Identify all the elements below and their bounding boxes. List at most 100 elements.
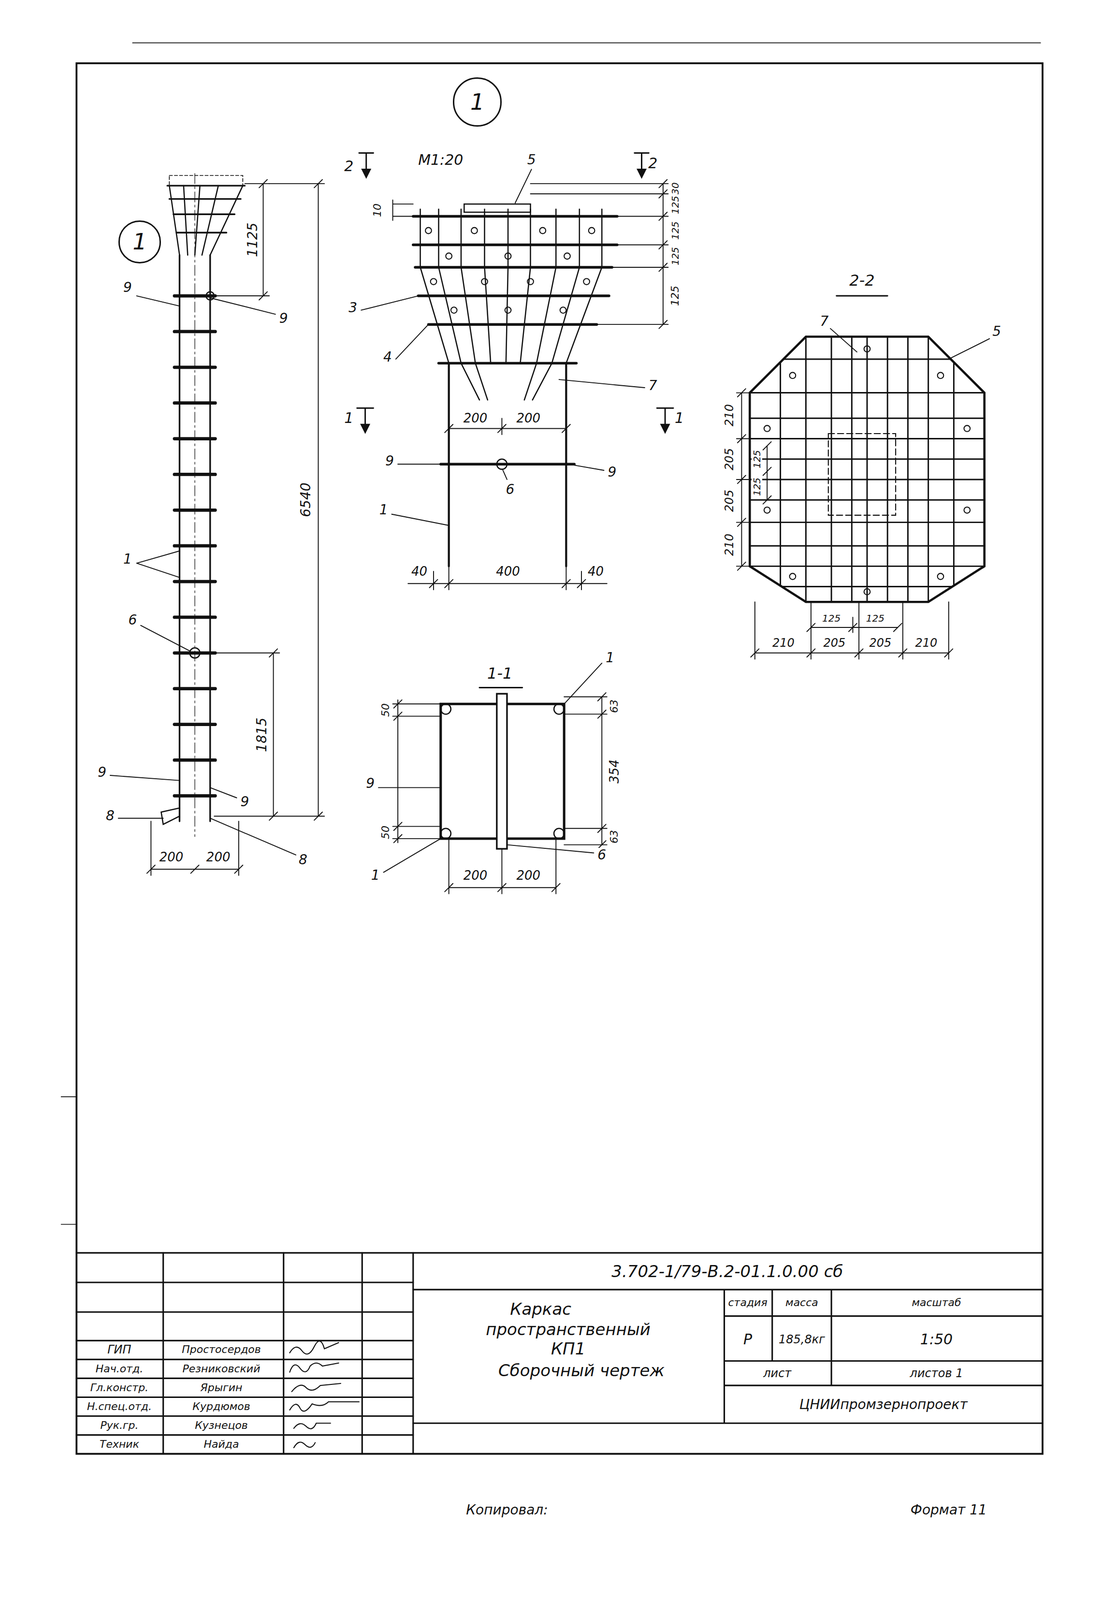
dimension-label: 210	[770, 636, 797, 650]
title-block-text: Ярыгин	[199, 1381, 245, 1394]
dimension-label: 200	[514, 411, 542, 425]
drawing-line	[461, 362, 552, 400]
dimension-label: 125	[669, 219, 681, 242]
callout-number: 1	[342, 410, 355, 426]
callout-number: 8	[104, 808, 116, 824]
elevation-view	[160, 173, 245, 837]
title-block-text: лист	[761, 1366, 793, 1380]
callout-number: 5	[990, 324, 1003, 339]
callout-number: 9	[96, 765, 108, 780]
drawing-circle	[564, 252, 571, 260]
title-block-text: Сборочный чертеж	[496, 1361, 667, 1379]
leader-lines	[110, 295, 296, 856]
title-block-text: 185,8кг	[777, 1333, 827, 1346]
title-block-text: масштаб	[910, 1296, 963, 1309]
title-block-text: Техник	[98, 1438, 141, 1450]
title-block-text: Простосердов	[180, 1343, 263, 1356]
drawing-line	[160, 808, 180, 825]
callout-number: 4	[381, 349, 394, 365]
title-block-text: Резниковский	[181, 1362, 262, 1375]
dimension-label: 200	[462, 868, 490, 883]
callout-number: 9	[121, 280, 134, 295]
callout-number: 9	[364, 776, 377, 791]
dimension-label: 10	[371, 202, 384, 219]
drawing-circle	[764, 507, 771, 514]
callout-number: 7	[818, 314, 830, 329]
drawing-line	[76, 1252, 1043, 1435]
drawing-circle	[937, 573, 944, 580]
title-block-text: Кузнецов	[193, 1419, 250, 1432]
drawing-circle	[539, 227, 547, 234]
dimension-label: 210	[723, 402, 736, 428]
drawing-rect	[828, 433, 896, 516]
dimension-label: 205	[868, 636, 894, 650]
sheet-frame	[76, 63, 1043, 1454]
dimension-label: 205	[822, 636, 848, 650]
dimension-label: 200	[204, 850, 232, 864]
dimension-label: 125	[669, 245, 681, 267]
title-block-text: Каркас	[508, 1300, 573, 1318]
scale-label: М1:20	[416, 152, 465, 168]
callout-number: 3	[347, 300, 359, 316]
drawing-line	[392, 200, 414, 221]
callout-number: 2	[646, 155, 659, 172]
drawing-rect	[169, 175, 243, 186]
callout-number: 9	[383, 453, 396, 469]
drawing-line	[836, 295, 888, 297]
drawing-line	[763, 441, 772, 505]
drawing-circle	[450, 306, 458, 314]
dimension-label: 200	[462, 411, 490, 425]
title-block-text: Нач.отд.	[94, 1362, 145, 1375]
dimension-label: 6540	[298, 481, 314, 519]
drawing-circle	[505, 252, 512, 260]
drawing-line	[378, 663, 602, 873]
drawing-circle	[481, 278, 488, 285]
drawing-circle	[764, 425, 771, 432]
dimension-label: 210	[723, 532, 736, 558]
dimension-label: 210	[913, 636, 940, 650]
title-block-text: Гл.констр.	[88, 1381, 150, 1394]
title-block-text: листов 1	[908, 1366, 965, 1380]
dimension-label: 40	[409, 564, 429, 579]
title-block-text: масса	[783, 1296, 820, 1309]
drawing-line	[444, 838, 560, 894]
title-block-text: ЦНИИпромзернопроект	[797, 1397, 970, 1412]
drawing-line	[830, 328, 990, 360]
drawing-line	[214, 179, 325, 820]
title-block-text: Формат 11	[909, 1502, 989, 1518]
drawing-line	[780, 331, 955, 608]
drawing-line	[289, 1340, 339, 1354]
drawing-circle	[553, 703, 565, 714]
drawing-rect	[463, 203, 531, 213]
drawing-line	[479, 686, 523, 689]
view-marker-circle: 1	[452, 77, 502, 127]
title-block-text: Копировал:	[464, 1502, 550, 1518]
drawing-line	[361, 169, 669, 433]
drawing-line	[110, 295, 296, 856]
drawing-rect	[496, 693, 508, 849]
drawing-circle	[588, 227, 595, 234]
drawing-line	[564, 692, 608, 849]
title-block-text: ГИП	[105, 1343, 133, 1356]
title-block-text: 3.702-1/79-В.2-01.1.0.00 сб	[609, 1262, 845, 1280]
dimension-label: 125	[669, 194, 681, 216]
drawing-line	[289, 1401, 360, 1411]
drawing-circle	[425, 227, 432, 234]
title-block	[76, 1252, 1043, 1454]
dimension-lines	[146, 179, 325, 875]
section-1-1	[378, 663, 608, 894]
dimension-label: 50	[379, 701, 392, 719]
callout-number: 5	[525, 152, 538, 168]
drawing-circle	[964, 507, 971, 514]
drawing-line	[425, 227, 595, 314]
dimension-label: 400	[494, 564, 522, 579]
drawing-circle	[505, 306, 512, 314]
title-block-text: пространственный	[484, 1320, 653, 1338]
view-marker-circle: 1	[118, 220, 162, 264]
callout-number: 2	[342, 158, 355, 174]
drawing-circle	[864, 345, 871, 352]
dimension-label: 50	[379, 824, 392, 841]
dimension-label: 354	[607, 757, 622, 785]
